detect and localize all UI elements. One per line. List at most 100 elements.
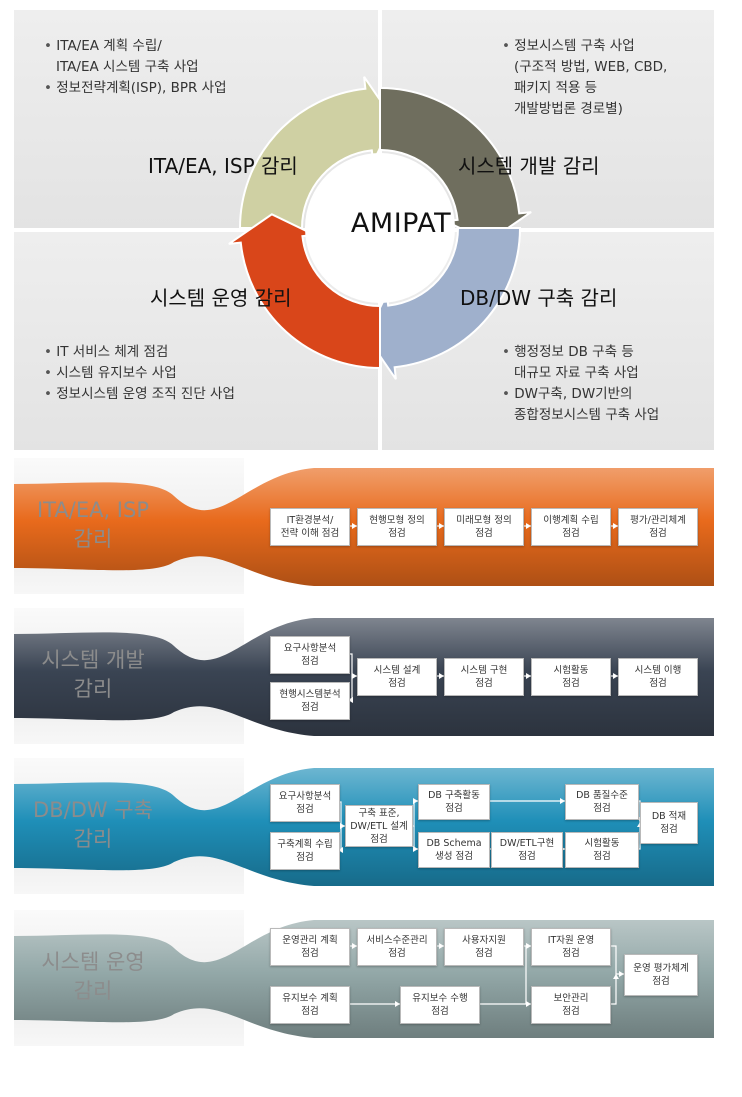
quadrant-bullet-line: 시스템 유지보수 사업 bbox=[42, 363, 235, 384]
cycle-center-disc bbox=[305, 153, 455, 303]
quadrant-bullet-line: 정보시스템 구축 사업 bbox=[500, 36, 667, 57]
process-step-text: 점검 bbox=[388, 948, 406, 959]
cycle-segment-br bbox=[365, 227, 522, 380]
process-step-text: 점검 bbox=[301, 948, 319, 959]
process-step-text: 유지보수 수행 bbox=[412, 993, 468, 1004]
arrow-head bbox=[395, 1001, 400, 1007]
arrow-head bbox=[619, 971, 624, 977]
arrow-head bbox=[352, 673, 357, 679]
process-step-text: 점검 bbox=[431, 1006, 449, 1017]
process-step-text: DB 품질수준 bbox=[576, 790, 628, 801]
band-title-line: 감리 bbox=[73, 979, 113, 1003]
process-step-text: 점검 bbox=[562, 678, 580, 689]
process-step-text: 점검 bbox=[445, 803, 463, 814]
process-step-text: DW/ETL 설계 bbox=[350, 820, 408, 832]
process-step-text: 점검 bbox=[296, 852, 314, 863]
arrow-head bbox=[439, 523, 444, 529]
process-step-text: 미래모형 정의 bbox=[456, 515, 512, 526]
process-step-text: 구축 표준, bbox=[358, 807, 400, 819]
process-step-text: 점검 bbox=[649, 678, 667, 689]
quadrant-bullet-line: 행정정보 DB 구축 등 bbox=[500, 342, 659, 363]
quadrant-bullet-line: ITA/EA 시스템 구축 사업 bbox=[56, 59, 199, 75]
process-step-text: 시험활동 bbox=[553, 665, 589, 676]
process-step-text: 점검 bbox=[301, 656, 319, 667]
arrow-head bbox=[338, 847, 343, 853]
process-step-text: 점검 bbox=[388, 528, 406, 539]
process-step-text: IT자원 운영 bbox=[547, 935, 595, 946]
process-step-text: 구축계획 수립 bbox=[277, 839, 333, 850]
process-step-text: 점검 bbox=[652, 976, 670, 987]
process-step-text: 점검 bbox=[475, 948, 493, 959]
process-step-text: 전략 이해 점검 bbox=[280, 528, 340, 539]
process-step-text: 시스템 설계 bbox=[373, 665, 421, 676]
process-step-text: 보안관리 bbox=[553, 993, 589, 1004]
process-step-text: 점검 bbox=[301, 1006, 319, 1017]
quadrant-bullet-line: IT 서비스 체계 점검 bbox=[42, 342, 235, 363]
arrow-head bbox=[348, 697, 353, 703]
arrow-head bbox=[526, 673, 531, 679]
arrow-head bbox=[439, 673, 444, 679]
flow-arrows bbox=[348, 653, 618, 703]
arrow-head bbox=[526, 1001, 531, 1007]
cycle-segment-tr bbox=[379, 86, 532, 243]
flow-arrow bbox=[609, 974, 617, 1005]
cycle-segment-tl bbox=[238, 76, 395, 229]
process-step-text: 시스템 구현 bbox=[460, 665, 508, 676]
arrow-head bbox=[413, 798, 418, 804]
process-step-text: 운영 평가체계 bbox=[633, 963, 689, 974]
quadrant-bullet-line: DW구축, DW기반의 bbox=[500, 384, 659, 405]
arrow-head bbox=[413, 846, 418, 852]
cycle-label-ita-ea-isp: ITA/EA, ISP 감리 bbox=[148, 154, 298, 178]
process-step-text: 사용자지원 bbox=[462, 935, 506, 946]
process-step-text: 점검 bbox=[475, 678, 493, 689]
amipat-cycle-section: ITA/EA 계획 수립/ITA/EA 시스템 구축 사업정보전략계획(ISP)… bbox=[14, 10, 714, 450]
arrow-head bbox=[560, 798, 565, 804]
process-step-text: 현행모형 정의 bbox=[369, 515, 425, 526]
quadrant-bullet-line: 대규모 자료 구축 사업 bbox=[514, 365, 639, 381]
band-title-line: 감리 bbox=[73, 527, 113, 551]
quadrant-bullet-line: 정보시스템 운영 조직 진단 사업 bbox=[42, 384, 235, 405]
quadrant-bullet-line: 종합정보시스템 구축 사업 bbox=[514, 407, 660, 423]
band-title-line: 시스템 개발 bbox=[41, 648, 145, 672]
arrow-head bbox=[613, 974, 619, 979]
quadrant-bullet-line: 패키지 적용 등 bbox=[514, 80, 598, 96]
process-step-text: 서비스수준관리 bbox=[366, 935, 428, 946]
cycle-ring bbox=[228, 76, 532, 380]
process-step-text: 평가/관리체계 bbox=[630, 515, 686, 526]
band-title-line: DB/DW 구축 bbox=[33, 798, 153, 822]
bullets-system-development: 정보시스템 구축 사업(구조적 방법, WEB, CBD,패키지 적용 등개발방… bbox=[500, 36, 667, 120]
process-step-text: 점검 bbox=[562, 1006, 580, 1017]
process-step-text: 요구사항분석 bbox=[283, 643, 337, 654]
cycle-label-db-dw: DB/DW 구축 감리 bbox=[460, 286, 618, 310]
quadrant-bullet-line: ITA/EA 계획 수립/ bbox=[42, 36, 227, 57]
process-step-text: 점검 bbox=[660, 824, 678, 835]
arrow-head bbox=[439, 943, 444, 949]
process-step-text: 점검 bbox=[475, 528, 493, 539]
band-title-line: ITA/EA, ISP bbox=[36, 498, 149, 522]
flow-arrows bbox=[348, 943, 624, 1007]
cycle-label-system-development: 시스템 개발 감리 bbox=[458, 154, 600, 178]
process-step-text: 점검 bbox=[388, 678, 406, 689]
